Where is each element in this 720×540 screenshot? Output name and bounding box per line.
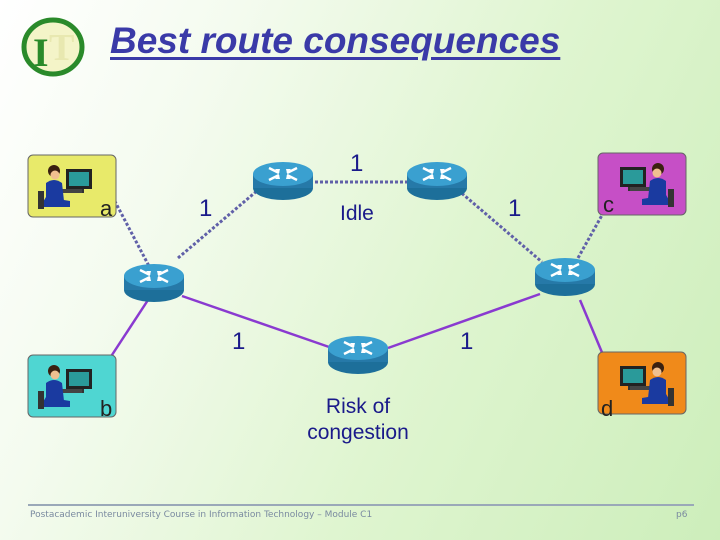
- host-b: [27, 354, 117, 418]
- congestion-line-1: Risk of: [325, 395, 391, 418]
- cost-upper-right: 1: [508, 195, 522, 222]
- cost-top: 1: [350, 150, 364, 177]
- it-logo: I T: [21, 17, 85, 77]
- link-right-router-c: [576, 207, 608, 259]
- link-top-right-right-router: [457, 188, 543, 264]
- link-b-left-router: [108, 299, 150, 359]
- svg-text:T: T: [49, 27, 74, 69]
- host-a: [27, 154, 117, 218]
- congestion-label: Risk of congestion: [280, 394, 436, 446]
- idle-label: Idle: [340, 202, 374, 225]
- cost-lower-right: 1: [460, 328, 474, 355]
- link-bottom-right-router: [387, 292, 541, 350]
- footer-divider: [28, 504, 694, 506]
- page-title: Best route consequences: [110, 20, 561, 61]
- page-number: p6: [676, 510, 688, 520]
- host-c-label: c: [603, 192, 614, 217]
- link-a-left-router: [108, 191, 152, 269]
- host-d: [597, 351, 687, 415]
- link-left-router-bottom: [181, 294, 333, 350]
- svg-text:I: I: [33, 30, 49, 75]
- router-icon: [251, 160, 315, 202]
- cost-upper-left: 1: [199, 195, 213, 222]
- cost-lower-left: 1: [232, 328, 246, 355]
- host-b-label: b: [100, 396, 113, 421]
- link-left-router-top-left: [177, 188, 259, 260]
- footer-text: Postacademic Interuniversity Course in I…: [30, 510, 373, 520]
- router-icon: [405, 160, 469, 202]
- host-d-label: d: [601, 396, 614, 421]
- router-icon: [326, 334, 390, 376]
- host-c: [597, 152, 687, 216]
- router-icon: [122, 262, 186, 304]
- router-icon: [533, 256, 597, 298]
- congestion-line-2: congestion: [307, 421, 409, 444]
- host-a-label: a: [100, 196, 113, 221]
